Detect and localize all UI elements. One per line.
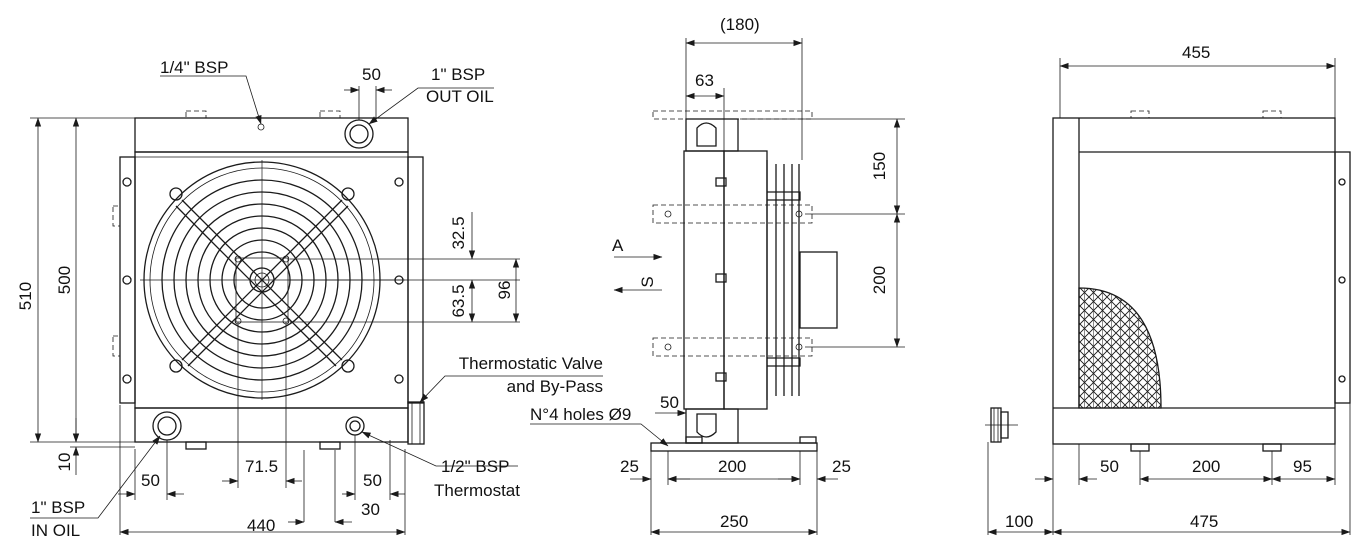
dim-50-top: 50 (362, 65, 381, 84)
mount-hole (394, 177, 404, 187)
dim-25-left: 25 (620, 457, 639, 476)
thermostatic-valve (407, 401, 425, 445)
out-oil-port-inner (349, 124, 369, 144)
lifting-eye-top (696, 122, 717, 147)
holes-label: N°4 holes Ø9 (530, 405, 631, 424)
shroud-side (723, 150, 768, 410)
quarter-bsp-label: 1/4" BSP (160, 58, 228, 77)
dim-180: (180) (720, 15, 760, 34)
dim-50-back: 50 (1100, 457, 1119, 476)
dim-50-side: 50 (660, 393, 679, 412)
base-plate (650, 442, 818, 452)
dim-32-5: 32.5 (449, 216, 468, 249)
dim-200-horizontal: 200 (718, 457, 746, 476)
back-view: 455 50 200 95 100 475 (985, 43, 1351, 536)
dim-50-left: 50 (141, 471, 160, 490)
dim-440: 440 (247, 516, 275, 535)
dim-500: 500 (55, 266, 74, 294)
in-oil-label-1: 1" BSP (31, 498, 85, 517)
mount-hole (122, 374, 132, 384)
top-flange-dashed (652, 110, 813, 120)
half-bsp-label-1: 1/2" BSP (441, 457, 509, 476)
lifting-eye-bottom (696, 413, 717, 438)
dim-250: 250 (720, 512, 748, 531)
side-view: (180) 63 150 200 A S 50 N°4 holes Ø9 25 … (530, 15, 905, 536)
dim-10: 10 (55, 453, 74, 472)
dim-63-5: 63.5 (449, 284, 468, 317)
top-tab-left (185, 110, 207, 119)
in-oil-label-2: IN OIL (31, 521, 80, 540)
thermo-valve-label-2: and By-Pass (507, 377, 603, 396)
dim-455: 455 (1182, 43, 1210, 62)
mount-hole (122, 177, 132, 187)
out-oil-label-1: 1" BSP (431, 65, 485, 84)
dim-63: 63 (695, 71, 714, 90)
out-oil-port-outer (344, 119, 374, 149)
dim-96: 96 (495, 281, 514, 300)
guard-bolt (341, 187, 355, 201)
dim-475: 475 (1190, 512, 1218, 531)
valve-fitting (985, 407, 1018, 443)
dim-50-right: 50 (363, 471, 382, 490)
thermo-valve-label-1: Thermostatic Valve (459, 354, 603, 373)
out-oil-label-2: OUT OIL (426, 87, 494, 106)
dim-25-right: 25 (832, 457, 851, 476)
back-flange (1334, 151, 1351, 404)
airflow-label-s: S (638, 276, 657, 287)
quarter-bsp-port (257, 123, 265, 131)
dim-200-vertical: 200 (870, 266, 889, 294)
guard-bolt (169, 187, 183, 201)
half-bsp-label-2: Thermostat (434, 481, 520, 500)
core-side (683, 150, 725, 410)
thermostat-port-inner (349, 420, 361, 432)
dim-100: 100 (1005, 512, 1033, 531)
dim-510: 510 (16, 282, 35, 310)
dim-95: 95 (1293, 457, 1312, 476)
in-oil-port-inner (157, 416, 177, 436)
guard-bolt (341, 359, 355, 373)
mount-hole (122, 275, 132, 285)
fan-motor (799, 251, 838, 329)
in-oil-port-outer (152, 411, 182, 441)
guard-bolt (169, 359, 183, 373)
dim-30: 30 (361, 500, 380, 519)
dim-200-back: 200 (1192, 457, 1220, 476)
mount-hole (394, 374, 404, 384)
dim-150: 150 (870, 152, 889, 180)
front-view: 1/4" BSP 50 1" BSP OUT OIL 510 500 32.5 … (16, 58, 603, 540)
airflow-label-a: A (612, 236, 624, 255)
lower-mount-dashed (652, 337, 813, 357)
dim-71-5: 71.5 (245, 457, 278, 476)
upper-mount-dashed (652, 204, 813, 224)
core-mesh-cutaway (1078, 287, 1162, 409)
left-flange (119, 156, 136, 404)
top-tab-right (319, 110, 341, 119)
thermostat-port-outer (345, 416, 365, 436)
